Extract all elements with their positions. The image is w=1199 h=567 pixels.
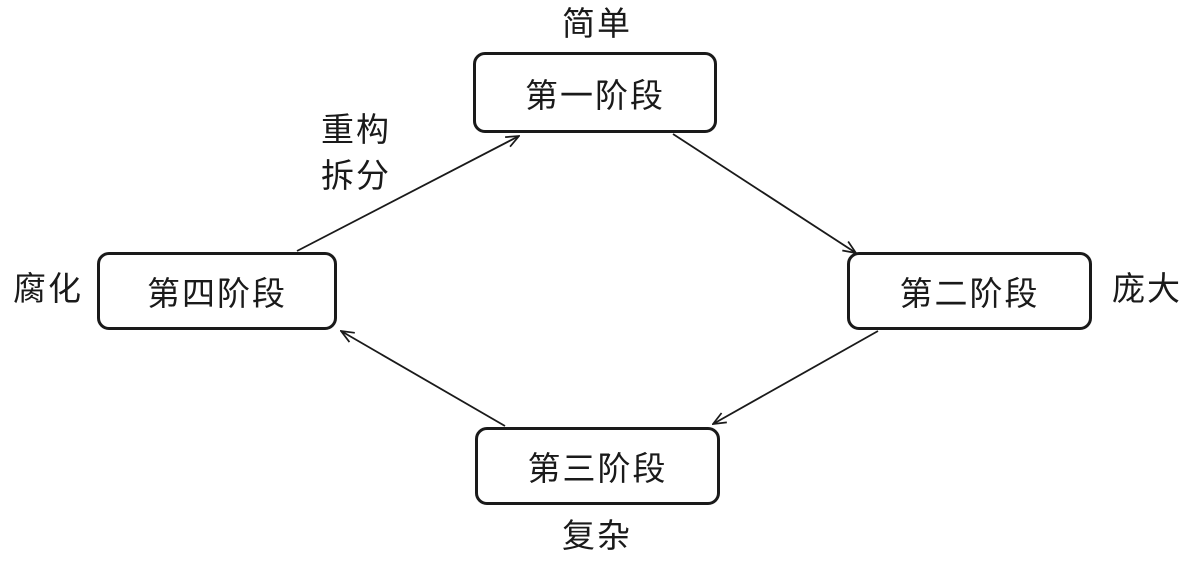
outer-label-complex: 复杂 bbox=[562, 519, 632, 555]
outer-label-simple: 简单 bbox=[562, 7, 632, 43]
outer-label-huge: 庞大 bbox=[1112, 272, 1182, 308]
arrow-stage3-to-stage4 bbox=[341, 331, 506, 427]
node-stage-2-label: 第二阶段 bbox=[899, 277, 1040, 313]
node-stage-1-label: 第一阶段 bbox=[525, 78, 665, 115]
node-stage-1: 第一阶段 bbox=[473, 52, 717, 133]
arrow-stage2-to-stage3 bbox=[713, 330, 879, 424]
node-stage-2: 第二阶段 bbox=[847, 252, 1092, 330]
arrow-stage1-to-stage2 bbox=[672, 133, 856, 253]
node-stage-4-label: 第四阶段 bbox=[147, 277, 287, 313]
edge-label-line2: 拆分 bbox=[321, 159, 391, 195]
arrow-stage4-to-stage1 bbox=[296, 136, 519, 252]
outer-label-corroded: 腐化 bbox=[13, 272, 83, 308]
node-stage-3-label: 第三阶段 bbox=[527, 452, 668, 488]
node-stage-4: 第四阶段 bbox=[97, 252, 337, 330]
edge-label-line1: 重构 bbox=[321, 113, 391, 149]
edge-label-refactor-split: 重构 拆分 bbox=[286, 108, 426, 200]
node-stage-3: 第三阶段 bbox=[475, 427, 720, 505]
